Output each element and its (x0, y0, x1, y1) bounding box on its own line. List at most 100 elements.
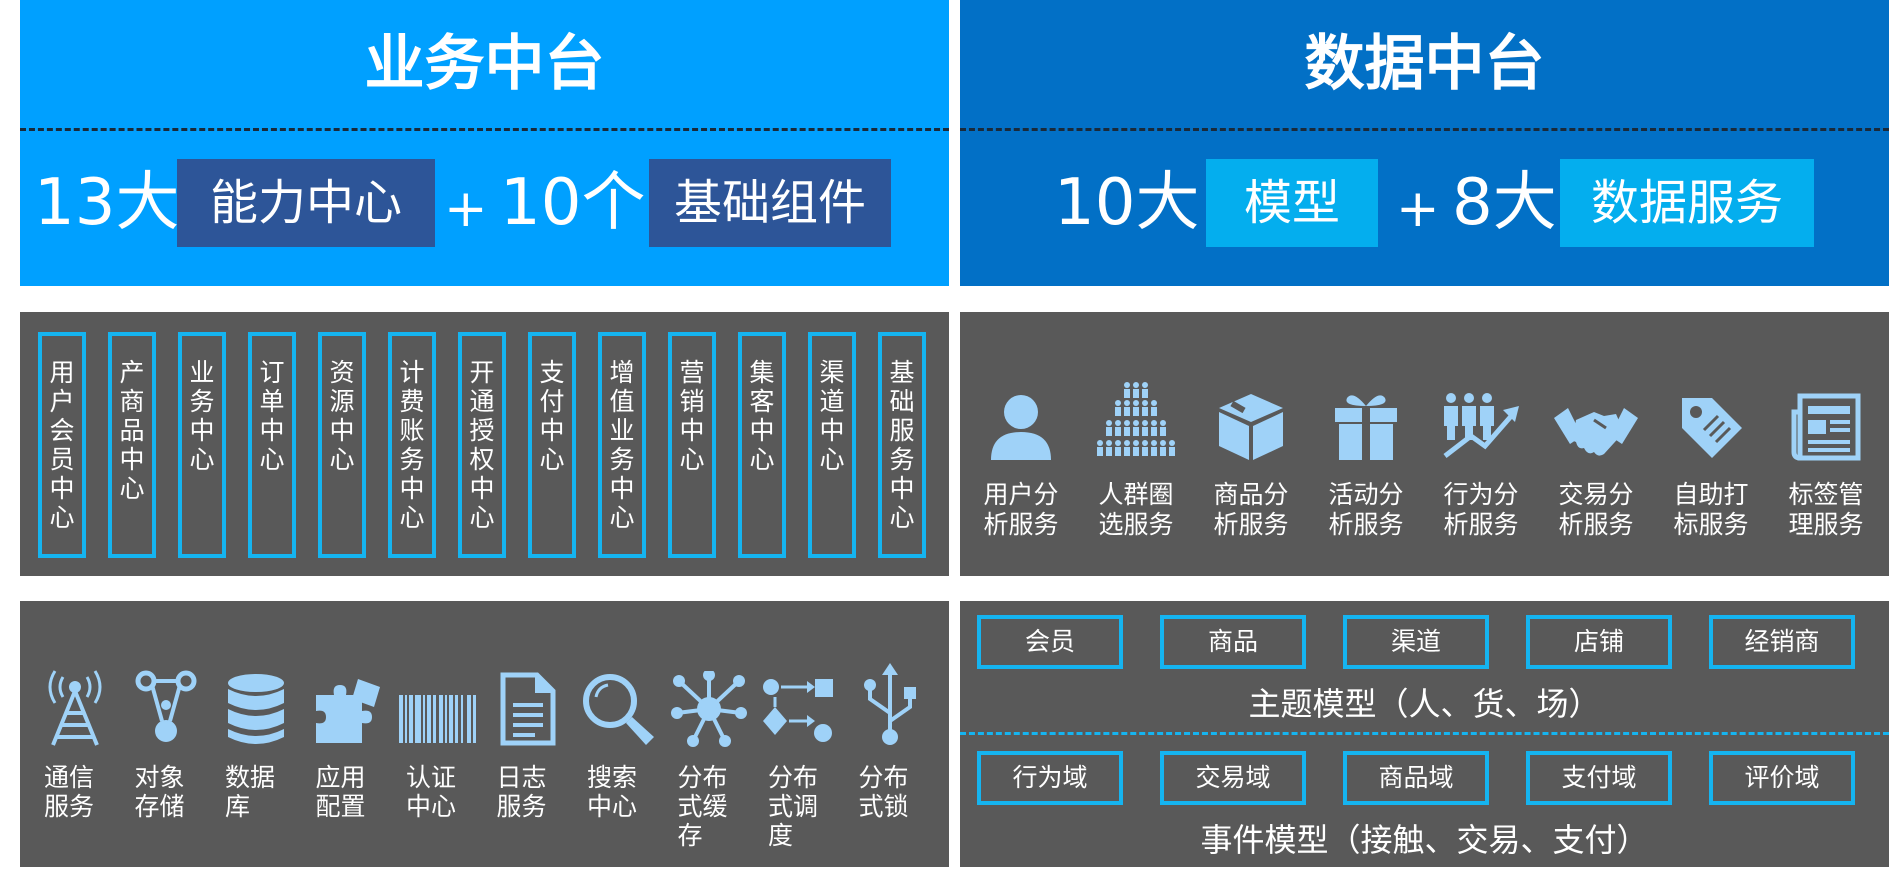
data-service-item: 自助打标服务 (1658, 380, 1764, 540)
object-storage-icon (125, 663, 207, 747)
capability-centers-panel: 用户会员中心产商品中心业务中心订单中心资源中心计费账务中心开通授权中心支付中心增… (20, 312, 949, 576)
database-icon (215, 663, 297, 747)
handshake-icon (1543, 380, 1649, 462)
event-model-box: 支付域 (1526, 751, 1672, 805)
component-count: 10个 (500, 166, 646, 240)
capability-center-item: 订单中心 (248, 332, 296, 558)
data-service-label: 自助打标服务 (1673, 480, 1749, 539)
base-component-label: 通信服务 (44, 763, 95, 821)
data-service-label: 标签管理服务 (1788, 480, 1864, 539)
capability-count: 13大 (34, 166, 180, 240)
puzzle-icon (306, 663, 388, 747)
base-component-item: 日志服务 (487, 663, 569, 821)
capability-center-item: 资源中心 (318, 332, 366, 558)
base-component-label: 搜索中心 (587, 763, 638, 821)
antenna-icon (34, 663, 116, 747)
capability-center-item: 基础服务中心 (878, 332, 926, 558)
data-service-label: 商品分析服务 (1213, 480, 1289, 539)
data-formula: 10大 模型 + 8大 数据服务 (960, 155, 1889, 251)
event-model-box: 行为域 (977, 751, 1123, 805)
base-component-label: 认证中心 (406, 763, 457, 821)
data-title: 数据中台 (1304, 29, 1545, 99)
base-component-label: 对象存储 (134, 763, 185, 821)
plus-sign: + (444, 179, 488, 239)
capability-center-item: 业务中心 (178, 332, 226, 558)
base-component-label: 分布式调度 (768, 763, 819, 850)
subject-model-caption: 主题模型（人、货、场） (1248, 685, 1601, 723)
capability-center-item: 开通授权中心 (458, 332, 506, 558)
capability-center-item: 营销中心 (668, 332, 716, 558)
box-icon (1198, 380, 1304, 462)
service-count: 8大 (1452, 166, 1557, 240)
data-service-item: 标签管理服务 (1773, 380, 1879, 540)
data-service-label: 活动分析服务 (1328, 480, 1404, 539)
capability-center-item: 用户会员中心 (38, 332, 86, 558)
data-service-item: 行为分析服务 (1428, 380, 1534, 540)
barcode-icon (396, 663, 478, 747)
document-icon (487, 663, 569, 747)
base-component-item: 分布式锁 (849, 663, 931, 821)
base-component-item: 对象存储 (125, 663, 207, 821)
capability-center-item: 渠道中心 (808, 332, 856, 558)
event-model-box: 交易域 (1160, 751, 1306, 805)
data-service-item: 商品分析服务 (1198, 380, 1304, 540)
data-service-item: 用户分析服务 (968, 380, 1074, 540)
data-service-item: 活动分析服务 (1313, 380, 1419, 540)
model-divider (960, 732, 1889, 735)
data-service-label: 行为分析服务 (1443, 480, 1519, 539)
capability-center-item: 集客中心 (738, 332, 786, 558)
data-services-panel: 用户分析服务人群圈选服务商品分析服务活动分析服务行为分析服务交易分析服务自助打标… (960, 312, 1889, 576)
header-divider (960, 128, 1889, 131)
subject-model-box: 经销商 (1709, 615, 1855, 669)
newspaper-icon (1773, 380, 1879, 462)
data-service-label: 人群圈选服务 (1098, 480, 1174, 539)
data-service-label: 交易分析服务 (1558, 480, 1634, 539)
crowd-icon (1083, 380, 1189, 462)
base-components-panel: 通信服务对象存储数据库应用配置认证中心日志服务搜索中心分布式缓存分布式调度分布式… (20, 601, 949, 867)
business-formula: 13大 能力中心 + 10个 基础组件 (20, 155, 949, 251)
base-component-item: 分布式调度 (758, 663, 840, 850)
data-service-box: 数据服务 (1560, 159, 1814, 247)
data-service-item: 人群圈选服务 (1083, 380, 1189, 540)
base-component-item: 数据库 (215, 663, 297, 821)
capability-center-box: 能力中心 (177, 159, 435, 247)
gift-icon (1313, 380, 1419, 462)
subject-model-box: 渠道 (1343, 615, 1489, 669)
business-title: 业务中台 (364, 29, 605, 99)
data-service-item: 交易分析服务 (1543, 380, 1649, 540)
event-model-box: 评价域 (1709, 751, 1855, 805)
models-panel: 主题模型（人、货、场） 事件模型（接触、交易、支付） 会员商品渠道店铺经销商行为… (960, 601, 1889, 867)
capability-center-item: 产商品中心 (108, 332, 156, 558)
data-middle-platform-header: 数据中台 10大 模型 + 8大 数据服务 (960, 0, 1889, 286)
model-box: 模型 (1206, 159, 1378, 247)
capability-center-item: 计费账务中心 (388, 332, 436, 558)
data-service-label: 用户分析服务 (983, 480, 1059, 539)
subject-model-box: 店铺 (1526, 615, 1672, 669)
base-component-item: 搜索中心 (577, 663, 659, 821)
base-component-label: 分布式锁 (858, 763, 909, 821)
event-model-caption: 事件模型（接触、交易、支付） (1200, 821, 1649, 859)
search-icon (577, 663, 659, 747)
capability-center-item: 增值业务中心 (598, 332, 646, 558)
subject-model-box: 会员 (977, 615, 1123, 669)
base-component-item: 分布式缓存 (668, 663, 750, 850)
base-component-item: 通信服务 (34, 663, 116, 821)
event-model-box: 商品域 (1343, 751, 1489, 805)
base-component-label: 日志服务 (496, 763, 547, 821)
capability-center-item: 支付中心 (528, 332, 576, 558)
header-divider (20, 128, 949, 131)
plus-sign: + (1396, 179, 1440, 239)
tag-icon (1658, 380, 1764, 462)
model-count: 10大 (1054, 166, 1200, 240)
base-component-label: 数据库 (225, 763, 276, 821)
usb-icon (849, 663, 931, 747)
base-component-box: 基础组件 (649, 159, 891, 247)
business-middle-platform-header: 业务中台 13大 能力中心 + 10个 基础组件 (20, 0, 949, 286)
behavior-trend-icon (1428, 380, 1534, 462)
base-component-label: 应用配置 (315, 763, 366, 821)
base-component-label: 分布式缓存 (677, 763, 728, 850)
subject-model-box: 商品 (1160, 615, 1306, 669)
network-icon (668, 663, 750, 747)
user-icon (968, 380, 1074, 462)
base-component-item: 应用配置 (306, 663, 388, 821)
